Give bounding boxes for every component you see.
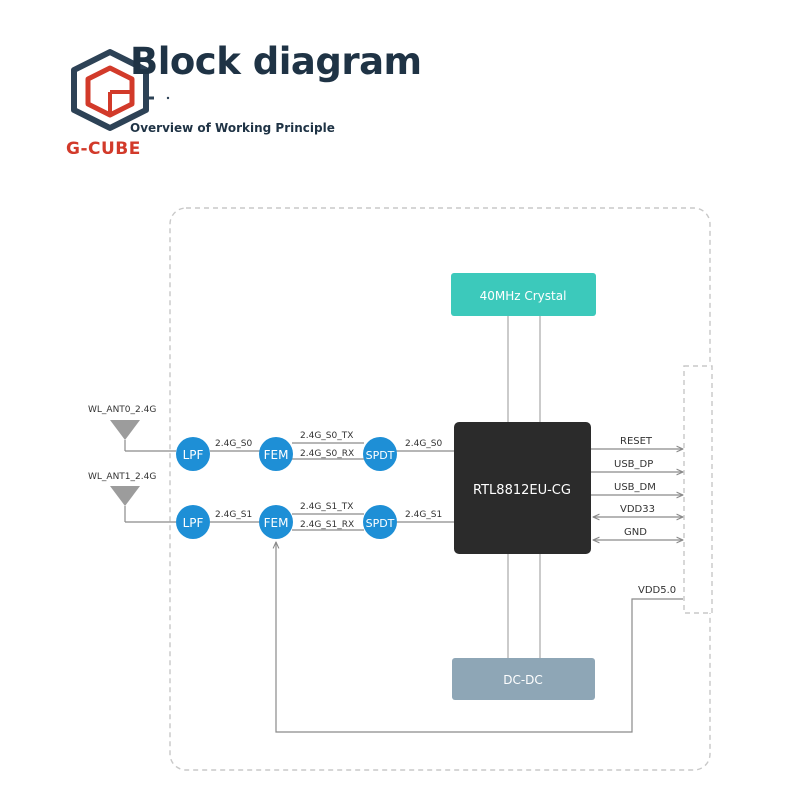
fem-1-label: FEM	[264, 516, 289, 530]
dcdc-block	[452, 658, 595, 700]
vdd5-power-line	[276, 542, 683, 733]
signal-reset-label: RESET	[620, 436, 653, 447]
chain1-lpf-out-label: 2.4G_S1	[215, 510, 252, 520]
antenna-0-label: WL_ANT0_2.4G	[88, 405, 156, 415]
chain0-rx-label: 2.4G_S0_RX	[300, 449, 354, 459]
crystal-block	[451, 273, 596, 316]
chain1-tx-label: 2.4G_S1_TX	[300, 502, 353, 512]
chain1-rx-label: 2.4G_S1_RX	[300, 520, 354, 530]
spdt-0-node	[363, 437, 397, 471]
module-boundary	[169, 207, 711, 771]
chain0-tx-label: 2.4G_S0_TX	[300, 431, 353, 441]
spdt-0-label: SPDT	[366, 449, 395, 462]
chain1-spdt-out-label: 2.4G_S1	[405, 510, 442, 520]
power-vdd5-label: VDD5.0	[638, 585, 676, 596]
lpf-1-node	[176, 505, 210, 539]
fem-1-node	[259, 505, 293, 539]
connector-strip	[683, 365, 713, 614]
page-subtitle: Overview of Working Principle	[130, 121, 335, 135]
signal-usb-dp-label: USB_DP	[614, 459, 653, 470]
chip-block	[454, 422, 591, 554]
antenna-1-label: WL_ANT1_2.4G	[88, 472, 156, 482]
page-title: Block diagram	[130, 40, 422, 83]
dcdc-label: DC-DC	[503, 673, 543, 687]
lpf-0-node	[176, 437, 210, 471]
lpf-1-label: LPF	[183, 516, 204, 530]
antenna-1-icon	[110, 486, 176, 523]
chain0-spdt-out-label: 2.4G_S0	[405, 439, 443, 449]
fem-0-label: FEM	[264, 448, 289, 462]
chip-label: RTL8812EU-CG	[473, 483, 571, 498]
crystal-label: 40MHz Crystal	[480, 289, 567, 303]
spdt-1-label: SPDT	[366, 517, 395, 530]
antenna-0-icon	[110, 420, 176, 452]
spdt-1-node	[363, 505, 397, 539]
signal-gnd-label: GND	[624, 527, 647, 538]
fem-0-node	[259, 437, 293, 471]
g-cube-logo-icon	[71, 49, 170, 131]
chain0-lpf-out-label: 2.4G_S0	[215, 439, 253, 449]
lpf-0-label: LPF	[183, 448, 204, 462]
signal-usb-dm-label: USB_DM	[614, 482, 656, 493]
brand-name: G-CUBE	[66, 139, 141, 159]
signal-vdd33-label: VDD33	[620, 504, 655, 515]
